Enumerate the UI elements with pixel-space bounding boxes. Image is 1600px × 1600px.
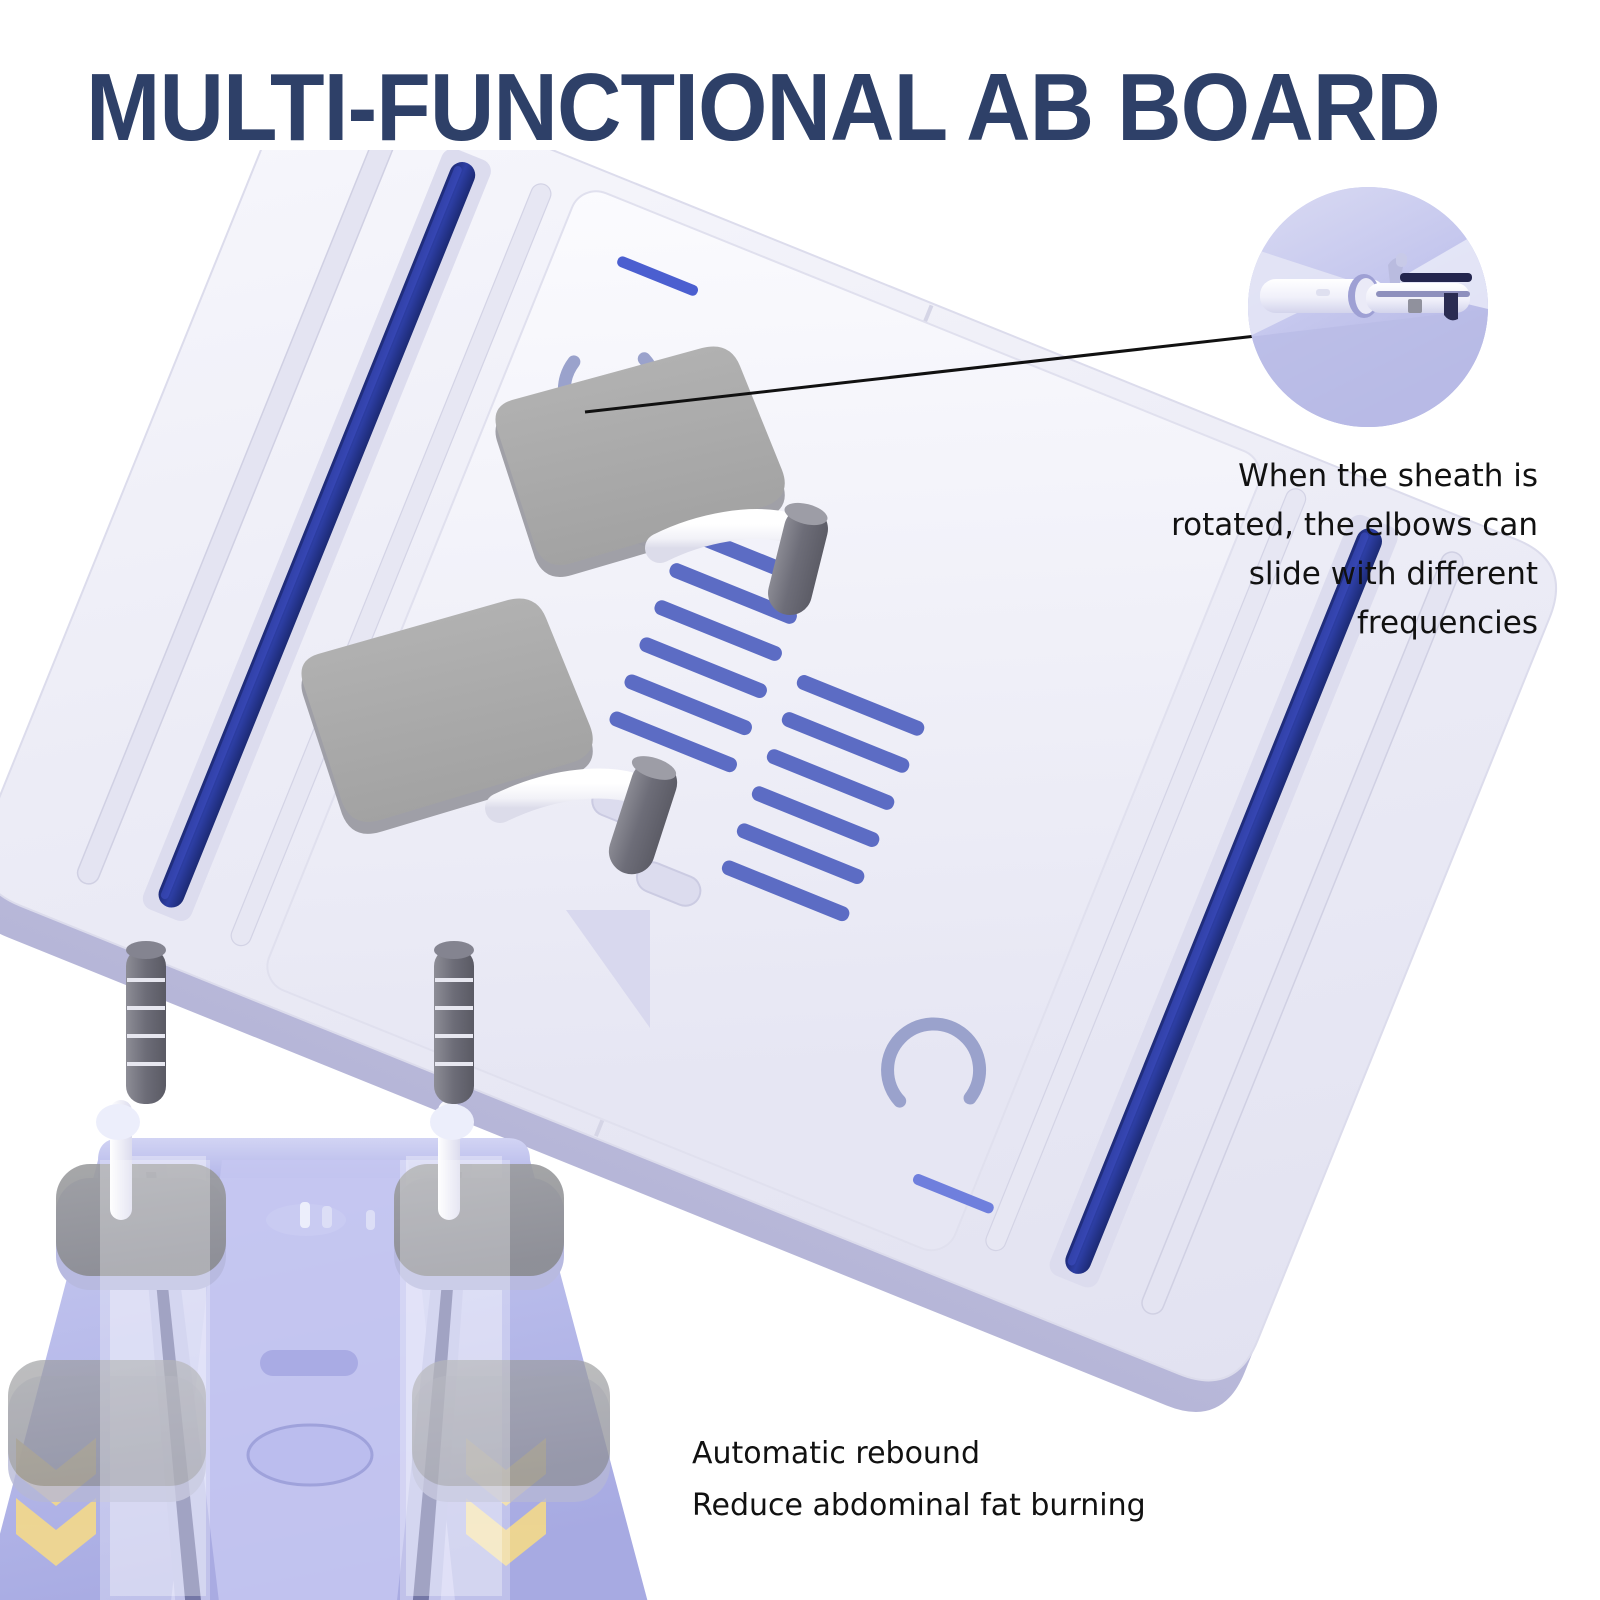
grip-post-right <box>430 941 474 1220</box>
main-product-illustration <box>0 150 1560 1430</box>
caption-line-2: Reduce abdominal fat burning <box>692 1488 1146 1523</box>
grip-handle-lower <box>485 756 678 875</box>
callout-line-1: When the sheath is <box>1238 458 1538 494</box>
grip-post-left <box>96 941 166 1220</box>
ab-board-graphic <box>0 150 1558 1412</box>
slide-rail-left <box>76 150 552 947</box>
ladder-slots-lower <box>721 675 925 922</box>
inset-slot-recess <box>260 1350 358 1376</box>
inset-center-panel <box>171 1160 455 1600</box>
inset-oval-recess <box>246 1423 374 1487</box>
bottom-caption-text: Automatic rebound Reduce abdominal fat b… <box>692 1428 1312 1532</box>
slide-rail-right <box>985 488 1464 1315</box>
callout-line-2: rotated, the elbows can <box>1171 507 1538 543</box>
ribbed-grip-left <box>126 941 166 1104</box>
inset-center-fitting <box>266 1202 375 1236</box>
sheath-closeup-circle <box>1248 187 1488 427</box>
page-title: MULTI-FUNCTIONAL AB BOARD <box>86 54 1441 161</box>
caption-line-1: Automatic rebound <box>692 1436 980 1471</box>
callout-line-3: slide with different <box>1248 556 1538 592</box>
ribbed-grip-right <box>434 941 474 1104</box>
elbow-pad-upper-right <box>394 1164 564 1290</box>
rebound-motion-graphic <box>0 910 650 1600</box>
indicator-dash-top <box>617 256 699 296</box>
grip-handle-upper <box>645 502 828 616</box>
elbow-pad-lower-left <box>8 1360 206 1502</box>
elbow-pad-upper-left <box>56 1164 226 1290</box>
sheath-closeup-graphic <box>1248 187 1488 427</box>
board-body <box>0 150 1558 1412</box>
callout-line-4: frequencies <box>1357 605 1538 641</box>
elbow-pad-lower-right <box>412 1360 610 1502</box>
motion-ghost-overlay <box>100 1160 510 1600</box>
indicator-dash-bottom <box>912 1174 994 1214</box>
elbow-pad-lower <box>301 598 593 834</box>
hook-bottom <box>881 1017 987 1108</box>
detail-callout-text: When the sheath is rotated, the elbows c… <box>1068 452 1538 648</box>
inset-board-corner-overlap <box>566 910 650 1028</box>
rebound-motion-inset <box>0 910 650 1600</box>
